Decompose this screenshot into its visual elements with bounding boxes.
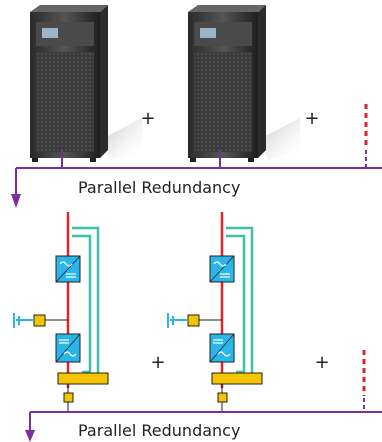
bottom-output-bus [25, 411, 382, 442]
plus-sign: + [304, 108, 319, 129]
output-breaker-icon [63, 392, 74, 403]
plus-sign: + [140, 108, 155, 129]
battery-switch-icon [33, 314, 46, 327]
plus-sign: + [150, 352, 165, 373]
display-screen-icon [200, 28, 216, 38]
battery-switch-icon [187, 314, 200, 327]
parallel-redundancy-label: Parallel Redundancy [78, 421, 241, 440]
ups-cabinet-2 [188, 5, 300, 162]
output-breaker-icon [217, 392, 228, 403]
parallel-redundancy-label: Parallel Redundancy [78, 178, 241, 197]
static-switch-icon [211, 372, 263, 385]
arrow-down-icon [25, 430, 35, 442]
ups-cabinet-1 [30, 5, 142, 162]
ups-module-schematic-1 [13, 212, 109, 412]
static-switch-icon [57, 372, 109, 385]
plus-sign: + [314, 352, 329, 373]
ups-module-schematic-2 [167, 212, 263, 412]
display-screen-icon [42, 28, 58, 38]
arrow-down-icon [11, 194, 21, 208]
top-output-bus [11, 150, 382, 208]
